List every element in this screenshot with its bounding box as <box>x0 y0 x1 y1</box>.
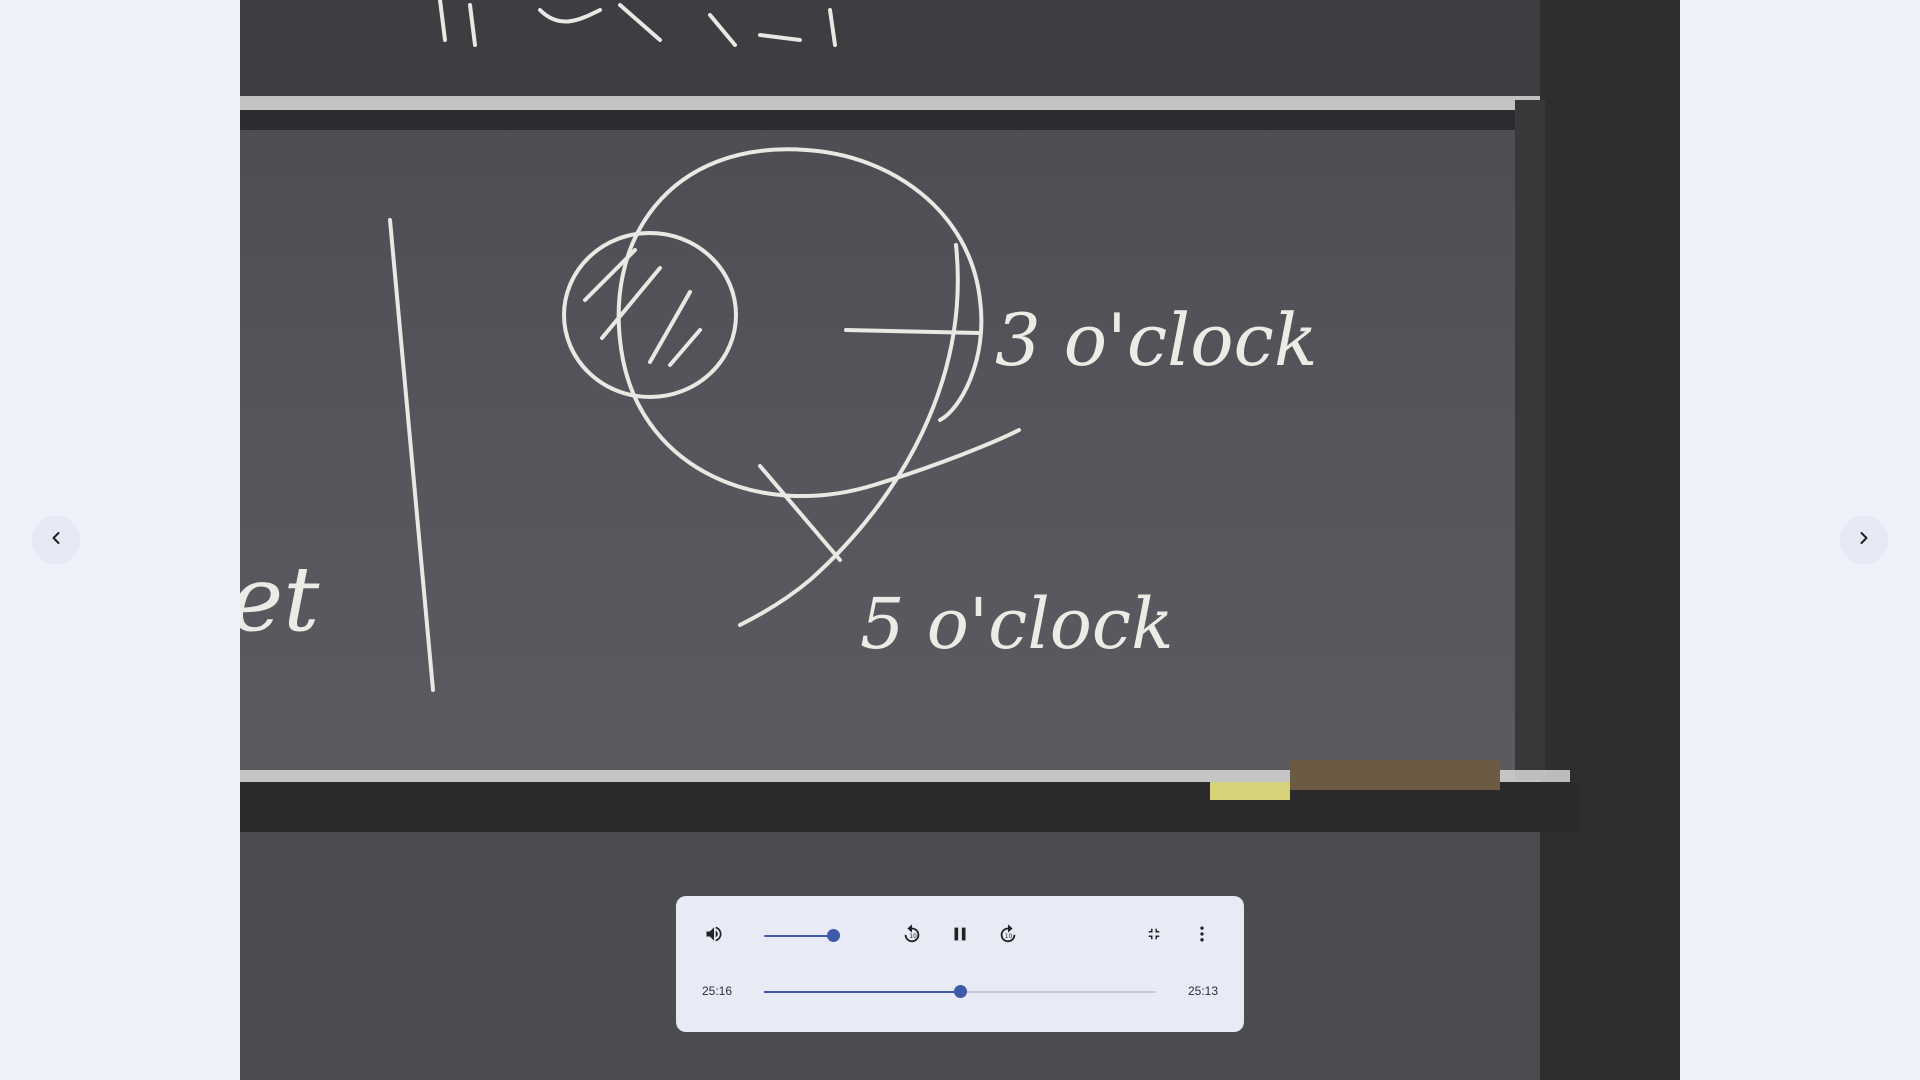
more-vert-icon <box>1192 924 1212 949</box>
label-5-oclock: 5 o'clock <box>860 583 1174 665</box>
svg-text:10: 10 <box>909 933 917 940</box>
forward-10-button[interactable]: 10 <box>992 920 1024 952</box>
chevron-left-icon <box>46 528 66 553</box>
chevron-right-icon <box>1854 528 1874 553</box>
more-options-button[interactable] <box>1186 920 1218 952</box>
pause-button[interactable] <box>944 920 976 952</box>
pause-icon <box>949 923 971 950</box>
previous-button[interactable] <box>32 516 80 564</box>
volume-slider-track[interactable] <box>764 935 834 937</box>
next-button[interactable] <box>1840 516 1888 564</box>
total-time: 25:13 <box>1187 984 1218 998</box>
seek-bar-thumb[interactable] <box>953 985 967 998</box>
svg-text:10: 10 <box>1005 933 1013 940</box>
forward-10-icon: 10 <box>997 923 1019 950</box>
rewind-10-button[interactable]: 10 <box>896 920 928 952</box>
volume-slider-thumb[interactable] <box>827 929 840 942</box>
volume-up-icon <box>704 924 724 949</box>
player-controls: 10 10 25 <box>676 896 1244 1032</box>
elapsed-time: 25:16 <box>702 984 733 998</box>
fullscreen-exit-icon <box>1145 925 1163 948</box>
label-3-oclock: 3 o'clock <box>995 298 1318 382</box>
exit-fullscreen-button[interactable] <box>1138 920 1170 952</box>
replay-10-icon: 10 <box>901 923 923 950</box>
volume-button[interactable] <box>698 920 730 952</box>
seek-bar-progress <box>764 991 960 993</box>
label-et: et <box>240 547 320 652</box>
